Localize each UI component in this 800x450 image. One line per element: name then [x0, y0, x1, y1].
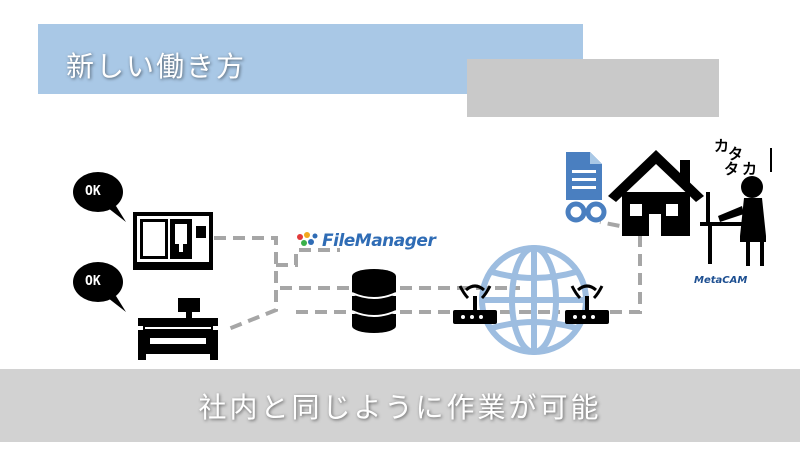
link-icon: [565, 201, 607, 223]
footer-caption: 社内と同じように作業が可能: [198, 391, 602, 424]
filemanager-logo-icon: [297, 232, 318, 246]
speech-bubble-icon-2: [73, 262, 126, 312]
title-shadow-band: [467, 59, 719, 117]
metacam-logo: MetaCAM: [694, 275, 748, 286]
cnc-machine-icon-2: [138, 298, 218, 360]
database-icon: [351, 269, 397, 333]
ok-bubble-label-1: OK: [85, 184, 101, 199]
filemanager-label: FileManager: [322, 231, 436, 251]
katakata-char-3: タ: [724, 160, 740, 178]
person-at-desk-icon: [700, 148, 772, 266]
speech-bubble-icon-1: [73, 172, 126, 222]
document-icon: [566, 152, 602, 200]
house-icon: [608, 150, 704, 236]
ok-bubble-label-2: OK: [85, 274, 101, 289]
cnc-machine-icon-1: [133, 212, 213, 270]
fm-link-line: [276, 248, 340, 267]
wifi-router-icon-2: [565, 284, 609, 324]
katakata-char-4: カ: [742, 160, 758, 178]
footer-band: [0, 369, 800, 442]
katakata-char-2: タ: [728, 145, 744, 163]
globe-icon: [479, 245, 589, 355]
katakata-char-1: カ: [714, 137, 730, 155]
page-title: 新しい働き方: [66, 50, 247, 83]
wifi-router-icon-1: [453, 284, 497, 324]
machine-link-line: [214, 236, 278, 332]
